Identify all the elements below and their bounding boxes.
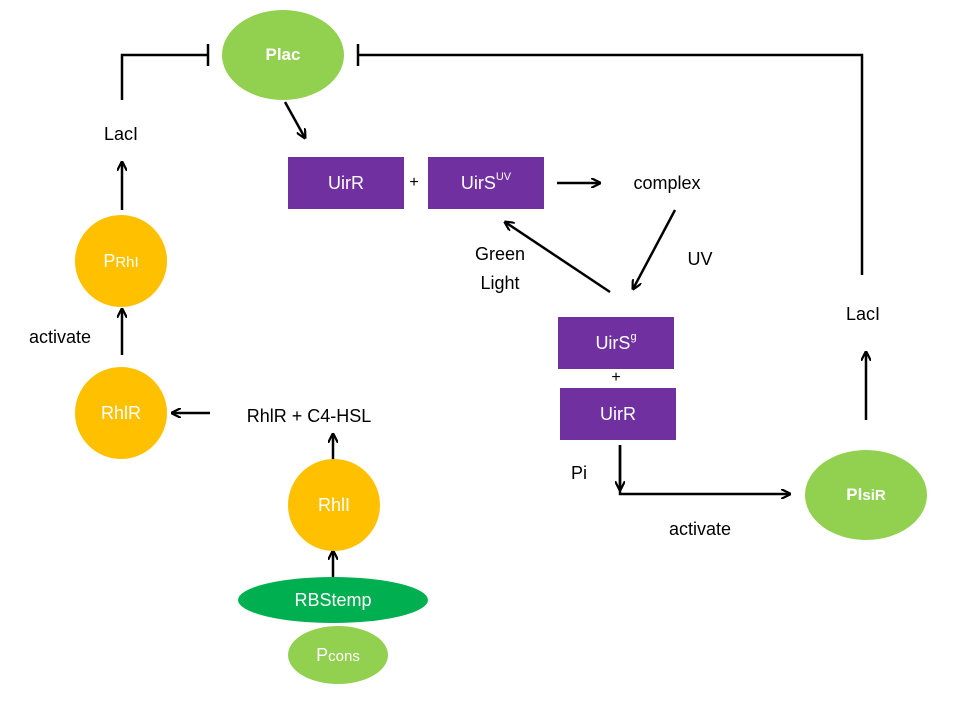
pi-label: Pi	[570, 463, 587, 483]
prhl-main: P	[103, 250, 116, 271]
green-light-line1: Green	[474, 244, 526, 264]
uirs-g-box: UirSg	[558, 317, 674, 369]
repression-line-left	[120, 53, 208, 100]
rhlr-c4hsl-label: RhlR + C4-HSL	[246, 406, 372, 426]
plus-sign-top: +	[409, 174, 419, 191]
activate-bottom-label: activate	[668, 519, 732, 539]
prhl-label: PRhI	[103, 251, 138, 272]
arrow-complex-to-uirsg	[633, 209, 677, 289]
green-light-label: Green Light	[462, 243, 538, 294]
rbstemp-element: RBStemp	[238, 577, 428, 623]
uirs-g-label: UirSg	[595, 330, 637, 354]
uirs-g-main: UirS	[595, 332, 631, 353]
arrow-plac-to-uirr	[283, 101, 305, 138]
plsir-label: PlsiR	[846, 485, 885, 505]
plsir-promoter: PlsiR	[805, 450, 927, 540]
activate-left-label: activate	[28, 327, 92, 347]
pcons-label: Pcons	[316, 645, 360, 666]
uv-label: UV	[687, 249, 713, 269]
plsir-main: Pl	[846, 485, 863, 504]
uirs-uv-superscript: UV	[495, 170, 512, 183]
prhl-promoter: PRhI	[75, 215, 167, 307]
uirr-box-top: UirR	[288, 157, 404, 209]
rbstemp-label: RBStemp	[294, 589, 372, 610]
plac-label: Plac	[265, 45, 301, 64]
arrow-pi-activate	[618, 445, 790, 494]
rhli-protein: RhlI	[288, 459, 380, 551]
rhli-label: RhlI	[317, 494, 350, 515]
plsir-subscript: siR	[862, 487, 886, 504]
prhl-subscript: RhI	[115, 253, 139, 271]
arrow-green-light	[505, 222, 611, 294]
pcons-subscript: cons	[328, 647, 360, 665]
uirs-g-superscript: g	[630, 330, 637, 343]
uirs-uv-main: UirS	[460, 172, 496, 193]
laci-left-label: LacI	[103, 124, 139, 144]
complex-label: complex	[633, 173, 701, 193]
uirs-uv-box: UirSUV	[428, 157, 544, 209]
uirr-bottom-label: UirR	[600, 403, 636, 424]
uirs-uv-label: UirSUV	[460, 170, 512, 194]
repression-line-right	[358, 53, 864, 275]
pcons-promoter: Pcons	[288, 626, 388, 684]
rhlr-label: RhlR	[100, 402, 141, 423]
plac-promoter: Plac	[222, 10, 344, 100]
uirr-top-label: UirR	[328, 172, 364, 193]
plus-sign-middle: +	[611, 369, 621, 386]
rhlr-protein: RhlR	[75, 367, 167, 459]
green-light-line2: Light	[480, 273, 520, 293]
uirr-box-bottom: UirR	[560, 388, 676, 440]
pcons-main: P	[316, 644, 329, 665]
laci-right-label: LacI	[845, 304, 881, 324]
